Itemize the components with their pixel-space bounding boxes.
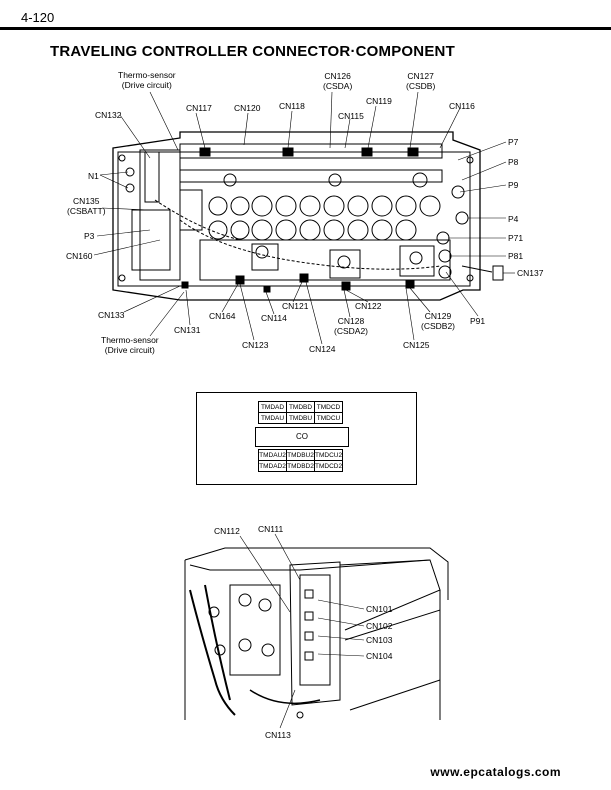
p9-label: P9	[508, 180, 519, 190]
page-title: TRAVELING CONTROLLER CONNECTOR·COMPONENT	[50, 43, 455, 60]
cn116-label: CN116	[449, 101, 475, 111]
cn102-label: CN102	[366, 621, 393, 631]
cn122-label: CN122	[355, 301, 382, 311]
layout-legend-box	[196, 392, 417, 485]
p71-label: P71	[508, 233, 524, 243]
cn132-label: CN132	[95, 110, 122, 120]
cn135-label: CN135 (CSBATT)	[67, 196, 106, 216]
cn125-label: CN125	[403, 340, 430, 350]
n1-label: N1	[88, 171, 99, 181]
p91-label: P91	[470, 316, 486, 326]
cn114-label: CN114	[261, 313, 287, 323]
cell-tmdcu: TMDCU	[314, 412, 343, 424]
cn131-label: CN131	[174, 325, 201, 335]
cn115-label: CN115	[338, 111, 364, 121]
cell-tmdcd2: TMDCD2	[313, 460, 344, 472]
footer-watermark: www.epcatalogs.com	[430, 765, 561, 779]
cn121-label: CN121	[282, 301, 309, 311]
cn111-label: CN111	[258, 524, 284, 534]
cn160-label: CN160	[66, 251, 93, 261]
p7-label: P7	[508, 137, 519, 147]
thermo-sensor-top-label: Thermo-sensor (Drive circuit)	[118, 70, 176, 90]
upper-module-table: TMDAD TMDBD TMDCD TMDAU TMDBU TMDCU	[258, 401, 343, 424]
co-cell: CO	[255, 427, 349, 447]
p4-label: P4	[508, 214, 519, 224]
p8-label: P8	[508, 157, 519, 167]
cn164-label: CN164	[209, 311, 236, 321]
cn119-label: CN119	[366, 96, 392, 106]
cn113-label: CN113	[265, 730, 291, 740]
cell-tmdad2: TMDAD2	[258, 460, 287, 472]
thermo-sensor-bottom-label: Thermo-sensor (Drive circuit)	[101, 335, 159, 355]
cn127-label: CN127 (CSDB)	[406, 71, 436, 91]
cn128-label: CN128 (CSDA2)	[334, 316, 369, 336]
cn126-label: CN126 (CSDA)	[323, 71, 353, 91]
cn101-label: CN101	[366, 604, 393, 614]
p3-label: P3	[84, 231, 95, 241]
header-rule	[0, 27, 611, 30]
cn118-label: CN118	[279, 101, 305, 111]
p81-label: P81	[508, 251, 524, 261]
cn112-label: CN112	[214, 526, 240, 536]
cn117-label: CN117	[186, 103, 212, 113]
cn129-label: CN129 (CSDB2)	[421, 311, 456, 331]
cn124-label: CN124	[309, 344, 336, 354]
lower-module-table: TMDAU2 TMDBU2 TMDCU2 TMDAD2 TMDBD2 TMDCD…	[258, 449, 344, 472]
cn104-label: CN104	[366, 651, 393, 661]
cell-tmdau: TMDAU	[258, 412, 287, 424]
page-number: 4-120	[21, 10, 55, 25]
cn133-label: CN133	[98, 310, 125, 320]
cn123-label: CN123	[242, 340, 269, 350]
cn103-label: CN103	[366, 635, 393, 645]
cn137-label: CN137	[517, 268, 544, 278]
cn120-label: CN120	[234, 103, 261, 113]
